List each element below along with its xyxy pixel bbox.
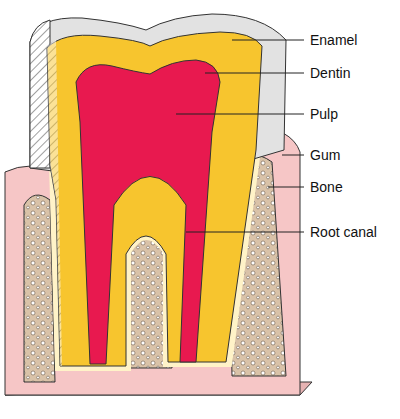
part-label: Dentin — [310, 64, 350, 82]
part-label: Pulp — [310, 105, 338, 123]
part-label: Root canal — [310, 223, 377, 241]
part-label: Gum — [310, 146, 340, 164]
part-label: Bone — [310, 178, 343, 196]
part-label: Enamel — [310, 31, 357, 49]
